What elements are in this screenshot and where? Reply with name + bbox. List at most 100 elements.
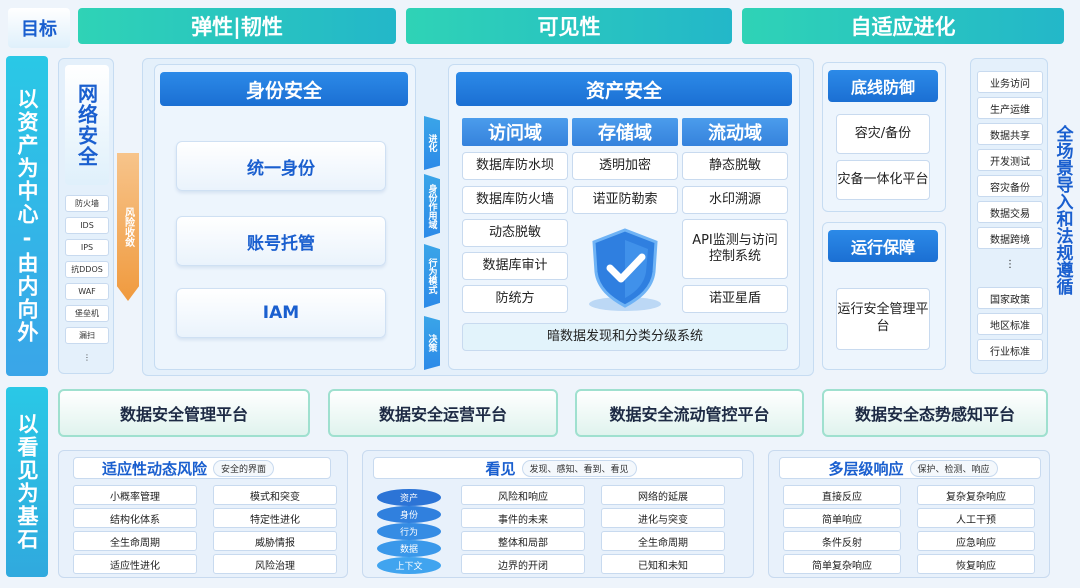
access-item: 数据库防火墙 [462, 186, 568, 214]
adaptive-item: 小概率管理 [73, 485, 197, 505]
storage-item: 透明加密 [572, 152, 678, 180]
network-item: 抗DDOS [65, 261, 109, 278]
access-item: 防统方 [462, 285, 568, 313]
visibility-subtitle: 发现、感知、看到、看见 [521, 459, 637, 477]
identity-item-account: 账号托管 [176, 216, 386, 266]
flow-item: 静态脱敏 [682, 152, 788, 180]
adaptive-risk-header: 适应性动态风险 安全的界面 [73, 457, 331, 479]
network-item: 漏扫 [65, 327, 109, 344]
adaptive-item: 模式和突变 [213, 485, 337, 505]
stack-layer: 上下文 [377, 557, 441, 574]
ops-item-platform: 运行安全管理平台 [836, 288, 930, 350]
asset-title: 资产安全 [456, 72, 792, 106]
scenarios-label: 全场景导入和法规遵循 [1052, 125, 1073, 295]
visibility-item: 事件的未来 [461, 508, 585, 528]
access-item: 数据库审计 [462, 252, 568, 280]
response-subtitle: 保护、检测、响应 [909, 459, 998, 477]
asset-panel [448, 64, 800, 370]
domain-storage: 存储域 [572, 118, 678, 146]
adaptive-item: 特定性进化 [213, 508, 337, 528]
adaptive-risk-subtitle: 安全的界面 [213, 459, 275, 477]
connector-identity-scope: 身份作用域 [424, 174, 440, 238]
flow-item: 水印溯源 [682, 186, 788, 214]
storage-item: 诺亚防勒索 [572, 186, 678, 214]
adaptive-risk-panel: 适应性动态风险 安全的界面 小概率管理 结构化体系 全生命周期 适应性进化 模式… [58, 450, 348, 578]
network-security-title: 网络安全 [65, 65, 109, 185]
stack-layer: 数据 [377, 540, 441, 557]
scenario-tag: 数据共享 [977, 123, 1043, 145]
response-item: 简单复杂响应 [783, 554, 901, 574]
response-item: 简单响应 [783, 508, 901, 528]
visibility-item: 风险和响应 [461, 485, 585, 505]
ops-title: 运行保障 [828, 230, 938, 262]
domain-access: 访问域 [462, 118, 568, 146]
access-item: 动态脱敏 [462, 219, 568, 247]
network-item: IPS [65, 239, 109, 256]
stack-layer: 资产 [377, 489, 441, 506]
scenario-tag: 容灾备份 [977, 175, 1043, 197]
response-panel: 多层级响应 保护、检测、响应 直接反应 简单响应 条件反射 简单复杂响应 复杂复… [768, 450, 1050, 578]
visibility-panel: 看见 发现、感知、看到、看见 资产 身份 行为 数据 上下文 风险和响应 事件的… [362, 450, 754, 578]
network-item: 堡垒机 [65, 305, 109, 322]
baseline-item-platform: 灾备一体化平台 [836, 160, 930, 200]
scenario-tag-more: ⋮ [1005, 258, 1015, 270]
connector-behavior: 行为模式 [424, 244, 440, 308]
network-item: IDS [65, 217, 109, 234]
connector-decision: 决策 [424, 316, 440, 370]
adaptive-item: 风险治理 [213, 554, 337, 574]
scenario-tag: 数据交易 [977, 201, 1043, 223]
identity-item-unified: 统一身份 [176, 141, 386, 191]
response-item: 恢复响应 [917, 554, 1035, 574]
scenario-tag: 业务访问 [977, 71, 1043, 93]
scenario-tag: 数据跨境 [977, 227, 1043, 249]
scenario-tag: 生产运维 [977, 97, 1043, 119]
regulation-tag: 国家政策 [977, 287, 1043, 309]
side-label-visibility-base: 以看见为基石 [6, 387, 48, 577]
flow-item-api: API监测与访问控制系统 [682, 219, 788, 279]
regulation-tag: 行业标准 [977, 339, 1043, 361]
scenarios-panel: 业务访问 生产运维 数据共享 开发测试 容灾备份 数据交易 数据跨境 ⋮ 国家政… [970, 58, 1048, 374]
visibility-title: 看见 [485, 459, 516, 478]
baseline-item-backup: 容灾/备份 [836, 114, 930, 154]
response-item: 应急响应 [917, 531, 1035, 551]
platform-operations: 数据安全运营平台 [328, 389, 558, 437]
response-item: 直接反应 [783, 485, 901, 505]
goal-adaptive: 自适应进化 [742, 8, 1064, 44]
visibility-item: 整体和局部 [461, 531, 585, 551]
goal-visibility: 可见性 [406, 8, 732, 44]
connector-evolution: 进化 [424, 116, 440, 170]
network-security-panel: 网络安全 防火墙 IDS IPS 抗DDOS WAF 堡垒机 漏扫 ⋮ [58, 58, 114, 374]
visibility-item: 全生命周期 [601, 531, 725, 551]
stack-layer: 身份 [377, 506, 441, 523]
adaptive-item: 适应性进化 [73, 554, 197, 574]
visibility-item: 进化与突变 [601, 508, 725, 528]
platform-flow-control: 数据安全流动管控平台 [575, 389, 804, 437]
stack-layer: 行为 [377, 523, 441, 540]
platform-management: 数据安全管理平台 [58, 389, 310, 437]
access-item: 数据库防水坝 [462, 152, 568, 180]
visibility-item: 网络的延展 [601, 485, 725, 505]
adaptive-risk-title: 适应性动态风险 [102, 459, 208, 478]
header-title: 目标 [8, 8, 70, 48]
platform-situational: 数据安全态势感知平台 [822, 389, 1048, 437]
goal-resilience: 弹性|韧性 [78, 8, 396, 44]
side-label-asset-centric: 以资产为中心-由内向外 [6, 56, 48, 376]
dark-data-system: 暗数据发现和分类分级系统 [462, 323, 788, 351]
response-item: 复杂复杂响应 [917, 485, 1035, 505]
visibility-header: 看见 发现、感知、看到、看见 [373, 457, 743, 479]
visibility-item: 已知和未知 [601, 554, 725, 574]
baseline-title: 底线防御 [828, 70, 938, 102]
adaptive-item: 结构化体系 [73, 508, 197, 528]
regulation-tag: 地区标准 [977, 313, 1043, 335]
adaptive-item: 全生命周期 [73, 531, 197, 551]
risk-convergence-arrow: 风险收敛 [117, 153, 139, 301]
scenario-tag: 开发测试 [977, 149, 1043, 171]
adaptive-item: 威胁情报 [213, 531, 337, 551]
identity-title: 身份安全 [160, 72, 408, 106]
network-item-more: ⋮ [83, 353, 91, 362]
visibility-item: 边界的开闭 [461, 554, 585, 574]
network-item: 防火墙 [65, 195, 109, 212]
network-item: WAF [65, 283, 109, 300]
identity-item-iam: IAM [176, 288, 386, 338]
response-item: 人工干预 [917, 508, 1035, 528]
